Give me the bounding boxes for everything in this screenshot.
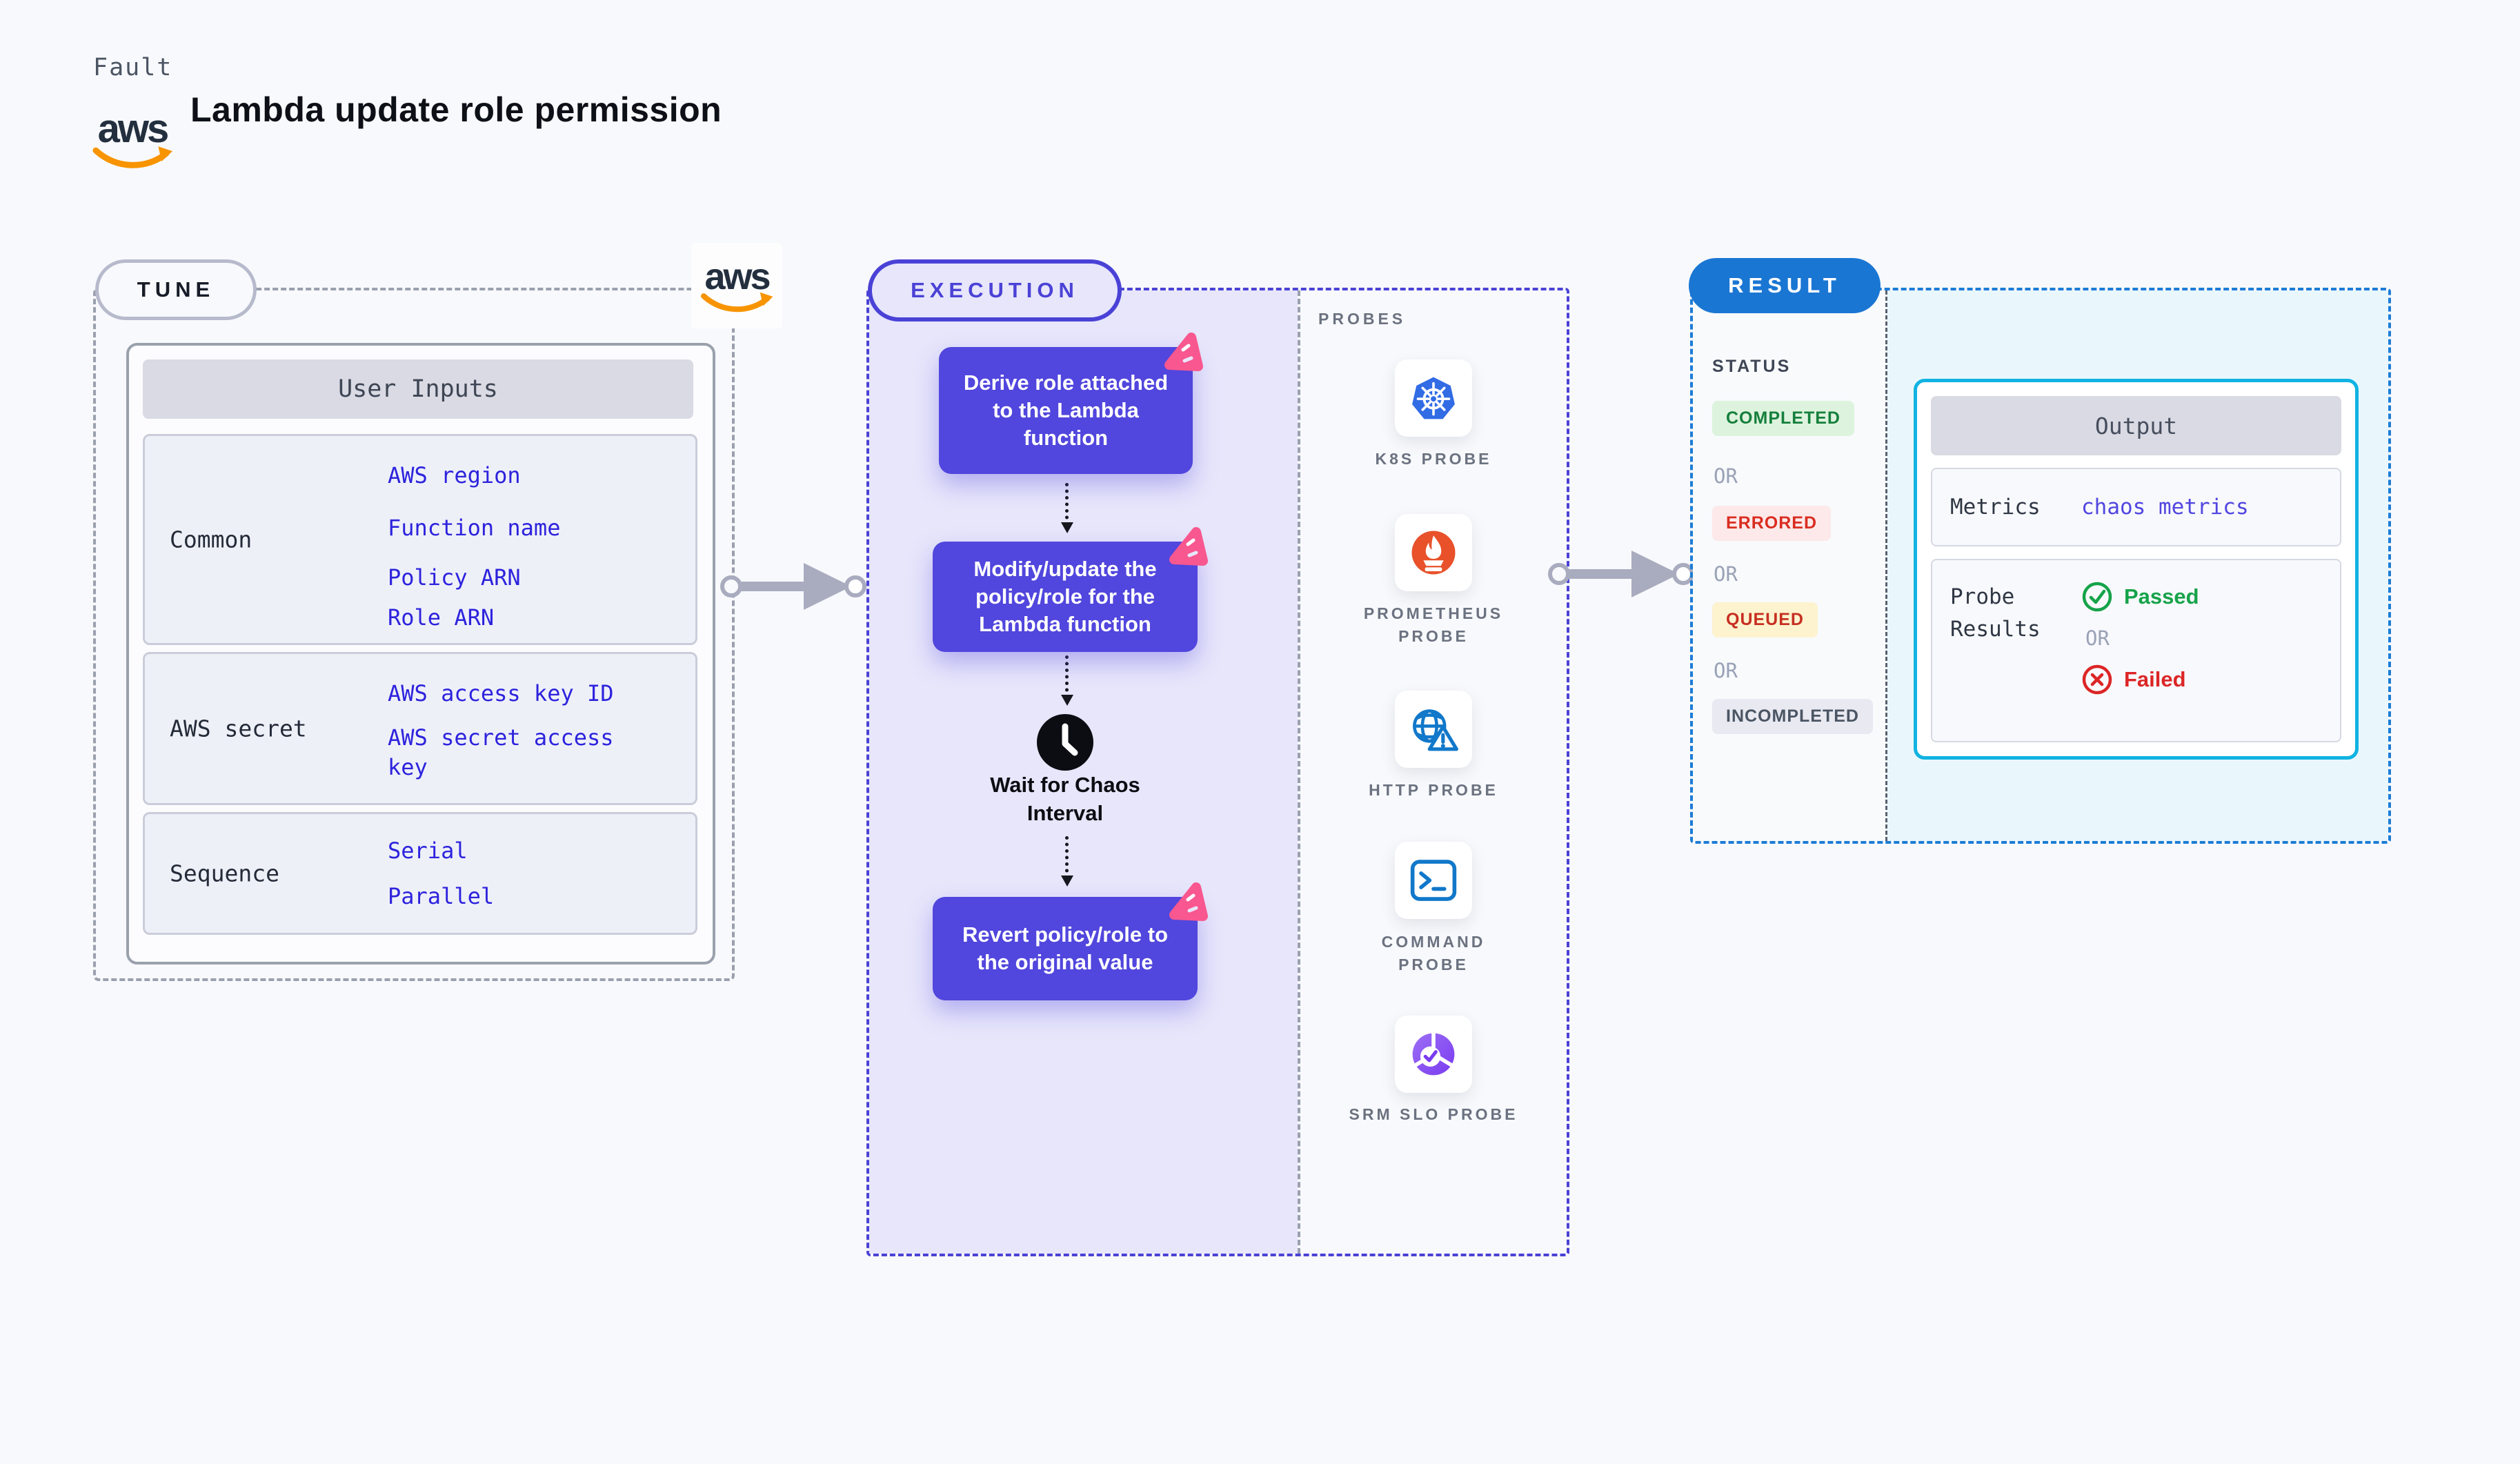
status-badge-queued: QUEUED xyxy=(1712,602,1818,637)
step-text: Revert policy/role to the original value xyxy=(962,922,1169,974)
chaos-metrics-link[interactable]: chaos metrics xyxy=(2081,495,2249,520)
probe-card-http xyxy=(1395,691,1472,768)
chaos-logo-icon xyxy=(1164,333,1203,371)
user-inputs-row-aws-secret: AWS secret AWS access key ID AWS secret … xyxy=(143,652,697,805)
probe-card-prometheus xyxy=(1395,514,1472,591)
failed-label: Failed xyxy=(2124,667,2186,691)
check-circle-icon xyxy=(2082,582,2112,612)
wait-interval-node xyxy=(1035,713,1095,775)
passed-result: Passed xyxy=(2081,581,2199,613)
result-pill: RESULT xyxy=(1689,258,1881,313)
tune-section xyxy=(93,288,735,981)
input-link[interactable]: Serial xyxy=(388,838,468,864)
row-label: Common xyxy=(170,526,252,553)
probe-label: SRM SLO PROBE xyxy=(1349,1105,1518,1123)
prometheus-icon xyxy=(1411,531,1456,575)
metrics-label: Metrics xyxy=(1950,494,2041,520)
or-separator: OR xyxy=(1714,562,1738,586)
failed-result: Failed xyxy=(2081,664,2199,695)
probe-card-k8s xyxy=(1395,359,1472,437)
aws-smile-icon xyxy=(92,146,173,168)
output-panel: Output Metrics chaos metrics Probe Resul… xyxy=(1887,290,2388,841)
status-badge-errored: ERRORED xyxy=(1712,506,1832,541)
terminal-icon xyxy=(1410,860,1457,901)
aws-logo-text: aws xyxy=(97,106,170,151)
aws-smile-icon xyxy=(701,292,773,313)
probe-results-label: Probe Results xyxy=(1950,584,2041,642)
aws-logo-text: aws xyxy=(704,256,771,297)
user-inputs-header: User Inputs xyxy=(143,359,693,419)
page-title: Lambda update role permission xyxy=(190,90,722,129)
input-link[interactable]: Role ARN xyxy=(388,604,495,631)
execution-pill: EXECUTION xyxy=(868,259,1122,322)
status-badge-incompleted: INCOMPLETED xyxy=(1712,699,1873,734)
result-section: STATUS COMPLETED OR ERRORED OR QUEUED OR… xyxy=(1690,288,2391,844)
passed-label: Passed xyxy=(2124,584,2199,609)
probe-label: K8S PROBE xyxy=(1375,450,1492,468)
tune-aws-card: aws xyxy=(691,243,782,328)
probe-results-values: Passed OR Failed xyxy=(2081,581,2199,695)
or-separator: OR xyxy=(1714,464,1738,488)
flow-arrow-down xyxy=(1061,836,1073,887)
chaos-logo-icon xyxy=(1169,527,1208,566)
probe-results-row: Probe Results Passed OR xyxy=(1931,559,2341,742)
step-text: Derive role attached to the Lambda funct… xyxy=(963,370,1169,450)
probe-card-command xyxy=(1395,842,1472,919)
or-separator: OR xyxy=(2085,626,2110,650)
probes-title: PROBES xyxy=(1318,310,1407,328)
step-modify-policy: Modify/update the policy/role for the La… xyxy=(933,527,1208,652)
input-link[interactable]: Parallel xyxy=(388,883,495,909)
status-title: STATUS xyxy=(1712,357,1792,376)
step-text: Modify/update the policy/role for the La… xyxy=(973,557,1157,636)
tune-pill: TUNE xyxy=(95,259,257,320)
probes-panel: PROBES K8S PROBE xyxy=(1298,290,1567,1254)
probe-label: HTTP PROBE xyxy=(1369,781,1498,799)
user-inputs-row-common: Common AWS region Function name Policy A… xyxy=(143,434,697,645)
chaos-logo-icon xyxy=(1169,882,1208,921)
input-link[interactable]: Function name xyxy=(388,515,561,541)
flow-arrow-down xyxy=(1061,483,1073,533)
step-revert-policy: Revert policy/role to the original value xyxy=(933,882,1208,1000)
step-derive-role: Derive role attached to the Lambda funct… xyxy=(939,333,1203,474)
row-label: Sequence xyxy=(170,860,279,887)
output-card: Output Metrics chaos metrics Probe Resul… xyxy=(1914,379,2359,760)
input-link[interactable]: AWS region xyxy=(388,462,521,488)
kubernetes-icon xyxy=(1412,377,1455,419)
srm-slo-icon xyxy=(1412,1031,1455,1076)
execution-to-result-arrow xyxy=(1548,551,1694,597)
input-link[interactable]: Policy ARN xyxy=(388,564,521,591)
fault-kicker: Fault xyxy=(93,54,173,81)
metrics-row: Metrics chaos metrics xyxy=(1931,468,2341,546)
x-circle-icon xyxy=(2082,664,2112,695)
output-header: Output xyxy=(1931,396,2341,455)
status-badge-completed: COMPLETED xyxy=(1712,401,1854,436)
probe-label: PROMETHEUS PROBE xyxy=(1363,604,1504,646)
aws-logo: aws xyxy=(92,109,173,170)
status-column: STATUS COMPLETED OR ERRORED OR QUEUED OR… xyxy=(1693,290,1887,841)
clock-icon xyxy=(1037,714,1093,771)
user-inputs-row-sequence: Sequence Serial Parallel xyxy=(143,812,697,935)
or-separator: OR xyxy=(1714,659,1738,682)
row-label: AWS secret xyxy=(170,715,307,742)
user-inputs-card: User Inputs Common AWS region Function n… xyxy=(126,343,715,965)
http-globe-icon xyxy=(1413,709,1458,751)
aws-logo: aws xyxy=(700,258,774,313)
input-link[interactable]: AWS access key ID xyxy=(388,680,614,706)
probe-label: COMMAND PROBE xyxy=(1381,933,1486,974)
flow-arrow-down xyxy=(1061,655,1073,706)
probe-card-srm-slo xyxy=(1395,1016,1472,1093)
input-link[interactable]: AWS secret access key xyxy=(388,724,614,781)
tune-to-execution-arrow xyxy=(720,563,866,610)
wait-interval-label: Wait for Chaos Interval xyxy=(990,773,1140,825)
